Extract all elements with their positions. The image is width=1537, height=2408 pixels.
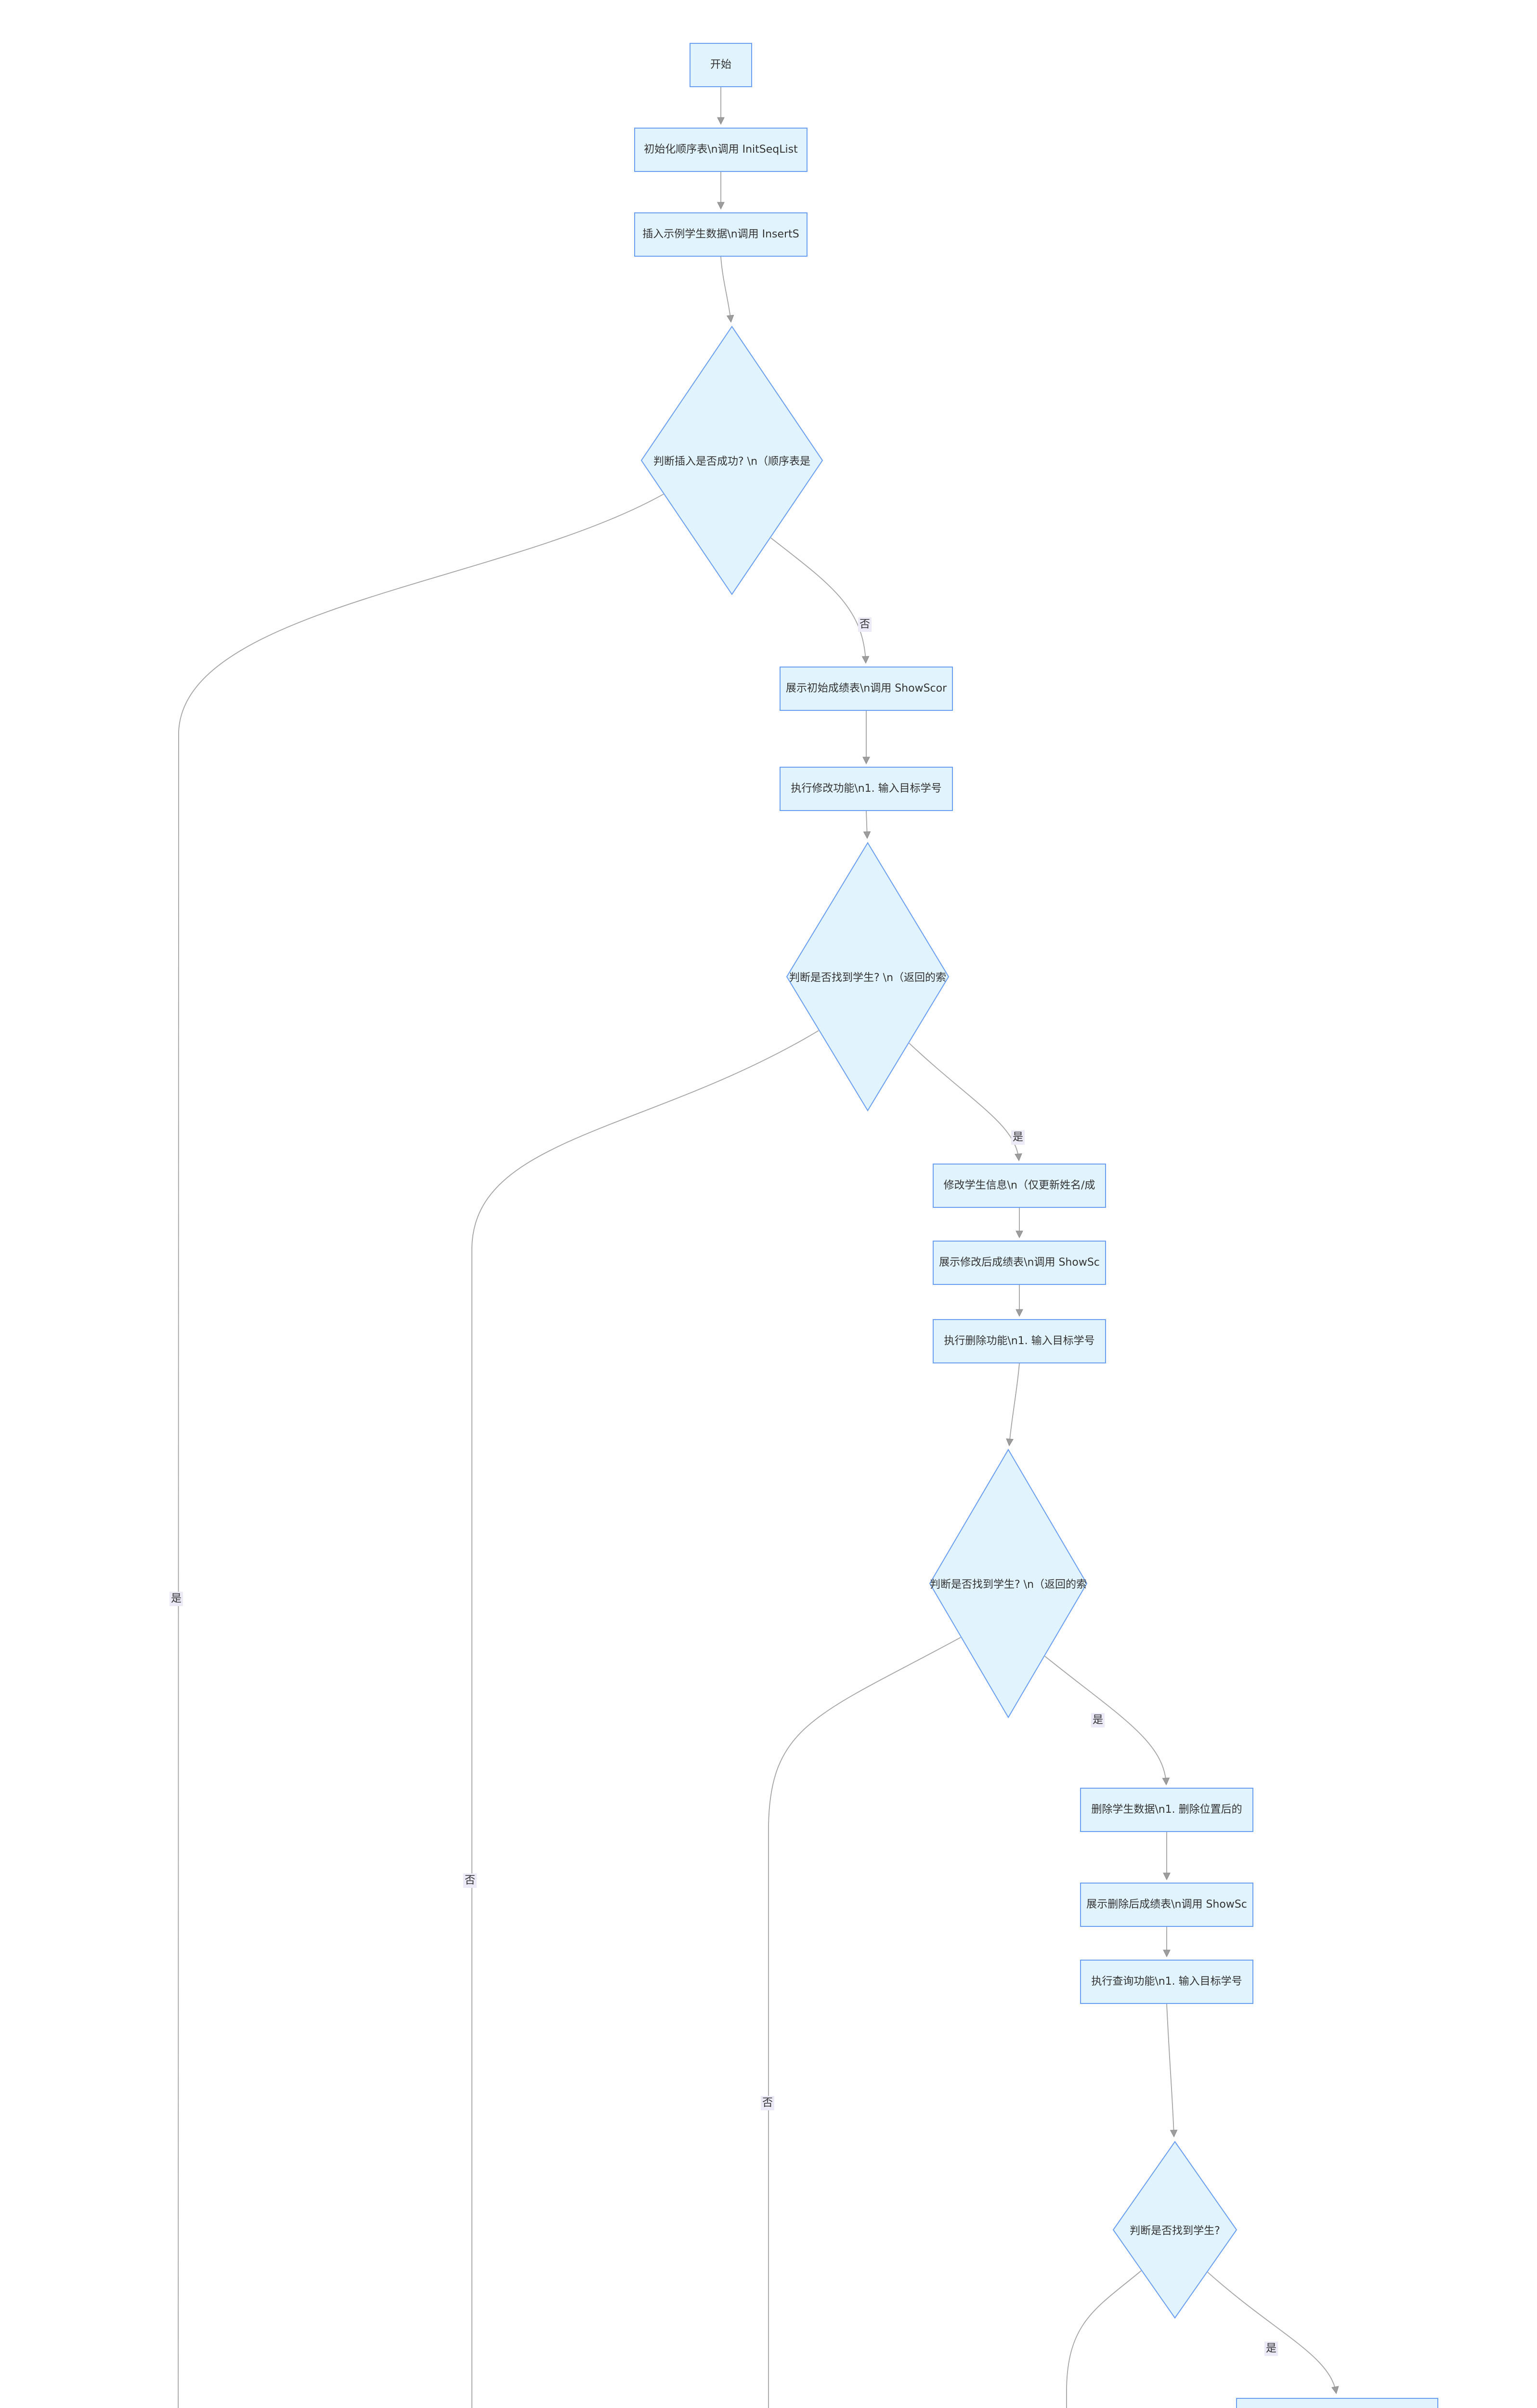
node-label: 执行查询功能\n1. 输入目标学号 <box>1091 1976 1242 1988</box>
node-label: 修改学生信息\n（仅更新姓名/成 <box>943 1179 1095 1192</box>
edge-label-d3-no: 否 <box>760 2096 775 2110</box>
edge-d2-modify-yes <box>909 1043 1022 1162</box>
node-label: 展示删除后成绩表\n调用 ShowSc <box>1086 1898 1247 1911</box>
node-label: 展示初始成绩表\n调用 ShowScor <box>785 682 947 695</box>
node-output-query: 输出查询结果\n（格式：学号XX） <box>1236 2398 1438 2408</box>
edge-d2-p2-no <box>471 1030 819 2408</box>
node-show-deleted: 展示删除后成绩表\n调用 ShowSc <box>1080 1883 1253 1927</box>
edge-label-d2-yes: 是 <box>1011 1130 1025 1145</box>
edge-label-d1-no: 否 <box>858 617 872 632</box>
node-label: 开始 <box>710 59 731 71</box>
edge-d4-outquery-yes <box>1207 2272 1339 2395</box>
edge-modifyexec-d2 <box>863 811 871 839</box>
decision-insert-success: 判断插入是否成功? \n（顺序表是 <box>640 326 823 595</box>
edge-queryexec-d4 <box>1166 2003 1178 2138</box>
node-label: 执行修改功能\n1. 输入目标学号 <box>791 783 942 795</box>
diamond-shape <box>1112 2141 1237 2319</box>
diamond-shape <box>640 326 823 595</box>
node-exec-delete: 执行删除功能\n1. 输入目标学号 <box>933 1319 1106 1363</box>
edge-label-d3-yes: 是 <box>1091 1713 1105 1727</box>
node-show-modified: 展示修改后成绩表\n调用 ShowSc <box>933 1241 1106 1285</box>
diamond-shape <box>929 1449 1088 1718</box>
edge-insert-d1 <box>720 256 734 323</box>
decision-found-student-delete: 判断是否找到学生? \n（返回的索 <box>929 1449 1088 1718</box>
edge-label-d1-yes: 是 <box>169 1592 183 1606</box>
node-init-list: 初始化顺序表\n调用 InitSeqList <box>634 128 808 172</box>
diamond-shape <box>786 842 950 1112</box>
node-label: 初始化顺序表\n调用 InitSeqList <box>644 144 798 156</box>
edge-label-d2-no: 否 <box>463 1873 477 1888</box>
node-label: 判断是否找到学生? \n（返回的索 <box>789 972 947 984</box>
decision-found-student-query: 判断是否找到学生? <box>1112 2141 1237 2319</box>
node-exec-query: 执行查询功能\n1. 输入目标学号 <box>1080 1960 1253 2004</box>
node-label: 执行删除功能\n1. 输入目标学号 <box>944 1335 1095 1348</box>
decision-found-student-modify: 判断是否找到学生? \n（返回的索 <box>786 842 950 1112</box>
node-label: 判断是否找到学生? <box>1130 2225 1220 2237</box>
node-modify-info: 修改学生信息\n（仅更新姓名/成 <box>933 1164 1106 1208</box>
node-label: 判断是否找到学生? \n（返回的索 <box>929 1579 1087 1591</box>
edge-d3-p3-no <box>768 1637 961 2408</box>
edge-d1-p1-yes <box>178 494 664 2408</box>
edge-label-d4-yes: 是 <box>1264 2342 1278 2356</box>
node-label: 插入示例学生数据\n调用 InsertS <box>642 228 799 241</box>
edge-d4-p4-no <box>1066 2270 1142 2408</box>
edge-d3-del-yes <box>1044 1656 1170 1786</box>
edge-deleteexec-d3 <box>1006 1363 1020 1447</box>
node-start: 开始 <box>690 43 752 87</box>
node-insert-sample: 插入示例学生数据\n调用 InsertS <box>634 212 808 257</box>
node-label: 删除学生数据\n1. 删除位置后的 <box>1091 1804 1242 1816</box>
node-delete-data: 删除学生数据\n1. 删除位置后的 <box>1080 1788 1253 1832</box>
node-label: 判断插入是否成功? \n（顺序表是 <box>653 456 811 468</box>
node-show-initial: 展示初始成绩表\n调用 ShowScor <box>780 667 953 711</box>
node-exec-modify: 执行修改功能\n1. 输入目标学号 <box>780 767 953 811</box>
edge-d1-show0-no <box>770 537 870 664</box>
node-label: 展示修改后成绩表\n调用 ShowSc <box>939 1256 1100 1269</box>
